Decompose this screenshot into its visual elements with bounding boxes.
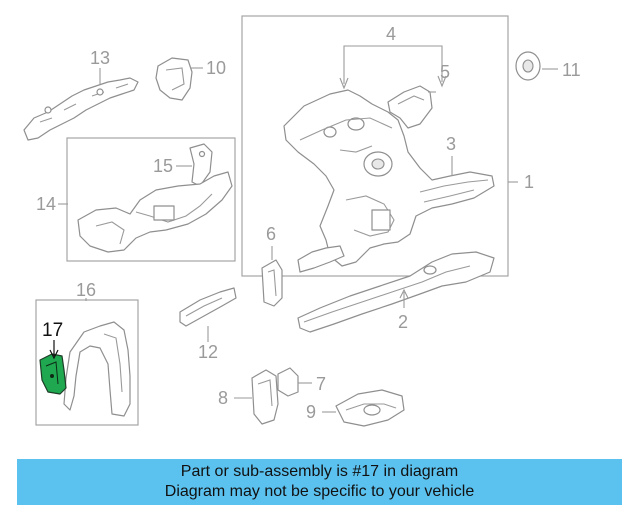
part-14-reinforcement[interactable] [77,171,233,253]
info-banner: Part or sub-assembly is #17 in diagram D… [17,459,622,505]
part-11-plug[interactable] [515,51,541,81]
label-8: 8 [218,388,228,408]
banner-line-1: Part or sub-assembly is #17 in diagram [180,463,459,480]
label-5: 5 [440,62,450,82]
label-6: 6 [266,224,276,244]
label-9: 9 [306,402,316,422]
part-2-frame-rail[interactable] [297,251,495,333]
assembly-box-16 [35,299,139,426]
label-14: 14 [36,194,56,214]
part-16-pillar[interactable] [63,321,131,417]
part-10-bracket[interactable] [155,57,193,101]
label-7: 7 [316,374,326,394]
label-3: 3 [446,134,456,154]
label-2: 2 [398,312,408,332]
label-13: 13 [90,48,110,68]
part-9-bracket[interactable] [335,389,405,427]
label-17: 17 [42,320,63,341]
part-12-rail[interactable] [179,287,237,327]
part-15-bracket[interactable] [189,143,213,187]
part-1-apron-assembly[interactable] [283,89,495,273]
part-8-bracket[interactable] [251,369,279,425]
label-12: 12 [198,342,218,362]
label-10: 10 [206,58,226,78]
part-17-bracket[interactable] [39,353,67,395]
label-4: 4 [386,24,396,44]
part-7-bracket[interactable] [277,367,299,397]
label-16: 16 [76,280,96,300]
part-6-bracket[interactable] [261,259,283,307]
label-15: 15 [153,156,173,176]
banner-line-2: Diagram may not be specific to your vehi… [164,483,475,500]
label-1: 1 [524,172,534,192]
part-13-bracket[interactable] [23,77,139,141]
label-11: 11 [562,60,581,80]
assembly-box-1 [241,15,509,277]
part-5-bracket[interactable] [387,85,433,129]
assembly-box-14 [66,137,236,262]
